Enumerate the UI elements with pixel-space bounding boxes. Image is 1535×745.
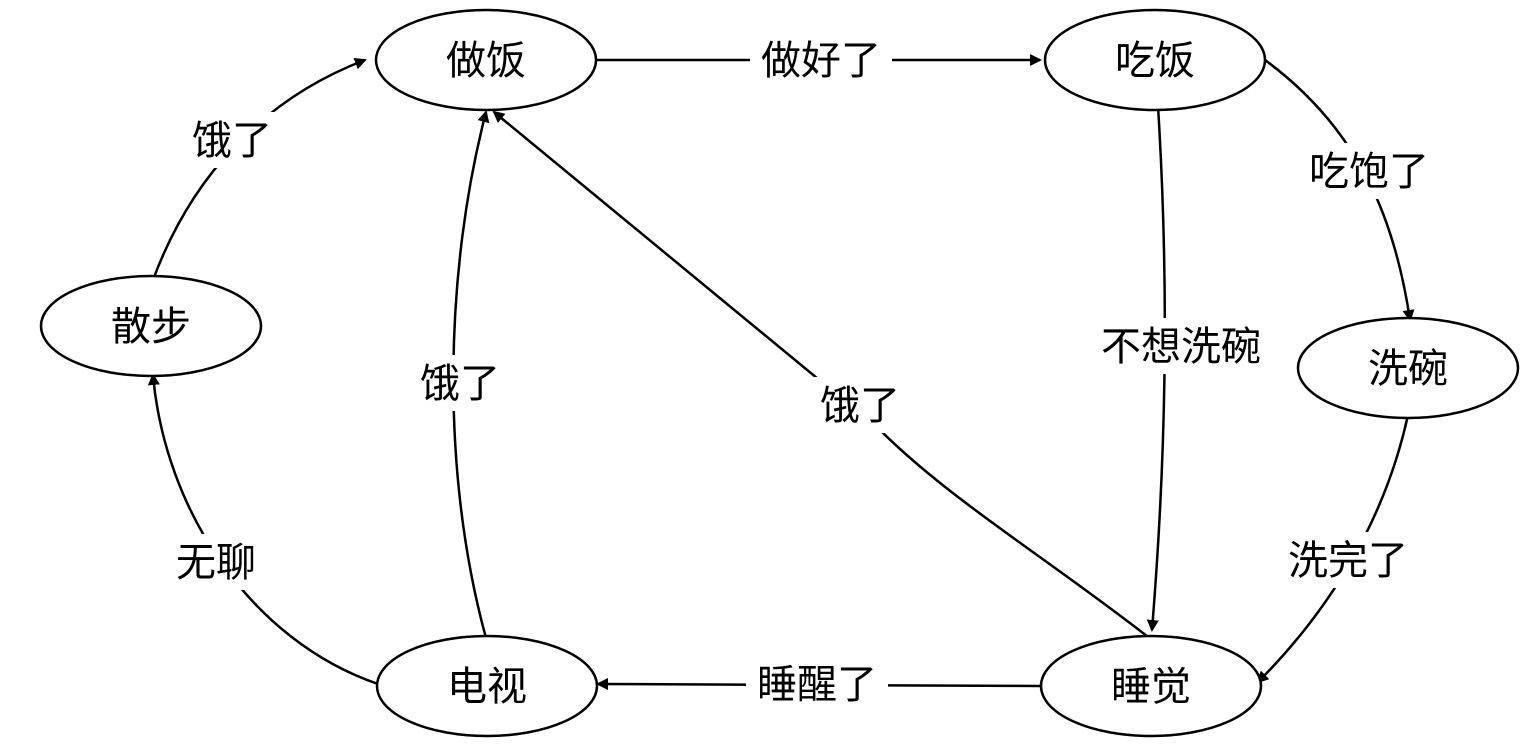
edge-eat-to-sleep: 不想洗碗 [1086, 105, 1276, 632]
node-label-sleep: 睡觉 [1111, 664, 1191, 710]
edge-eat-to-wash: 吃饱了 [1264, 58, 1440, 322]
edge-sleep-to-tv: 睡醒了 [596, 656, 1041, 712]
edge-label-eat-to-sleep: 不想洗碗 [1101, 324, 1261, 370]
edge-label-tv-to-cook: 饿了 [420, 361, 500, 407]
node-sleep[interactable]: 睡觉 [1039, 634, 1263, 738]
edge-tv-to-cook: 饿了 [412, 110, 508, 639]
edge-label-walk-to-cook: 饿了 [192, 118, 272, 164]
edge-cook-to-eat: 做好了 [597, 32, 1042, 88]
node-label-eat: 吃饭 [1115, 38, 1195, 84]
node-walk[interactable]: 散步 [39, 274, 263, 378]
node-label-cook: 做饭 [446, 38, 526, 84]
node-tv[interactable]: 电视 [375, 634, 599, 738]
edge-wash-to-sleep: 洗完了 [1256, 414, 1419, 684]
node-cook[interactable]: 做饭 [374, 8, 598, 112]
node-eat[interactable]: 吃饭 [1043, 8, 1267, 112]
edge-label-sleep-to-tv: 睡醒了 [757, 662, 877, 708]
node-label-walk: 散步 [111, 304, 191, 350]
node-label-wash: 洗碗 [1368, 346, 1448, 392]
edge-label-wash-to-sleep: 洗完了 [1288, 538, 1408, 584]
edge-tv-to-walk: 无聊 [147, 373, 379, 686]
node-label-tv: 电视 [447, 664, 527, 710]
edge-label-tv-to-walk: 无聊 [176, 540, 256, 586]
edge-label-sleep-to-cook: 饿了 [820, 383, 900, 429]
edge-sleep-to-cook: 饿了 [492, 110, 1153, 641]
node-wash[interactable]: 洗碗 [1296, 316, 1520, 420]
edge-label-eat-to-wash: 吃饱了 [1309, 149, 1429, 195]
edge-label-cook-to-eat: 做好了 [761, 38, 881, 84]
edge-walk-to-cook: 饿了 [151, 57, 367, 281]
